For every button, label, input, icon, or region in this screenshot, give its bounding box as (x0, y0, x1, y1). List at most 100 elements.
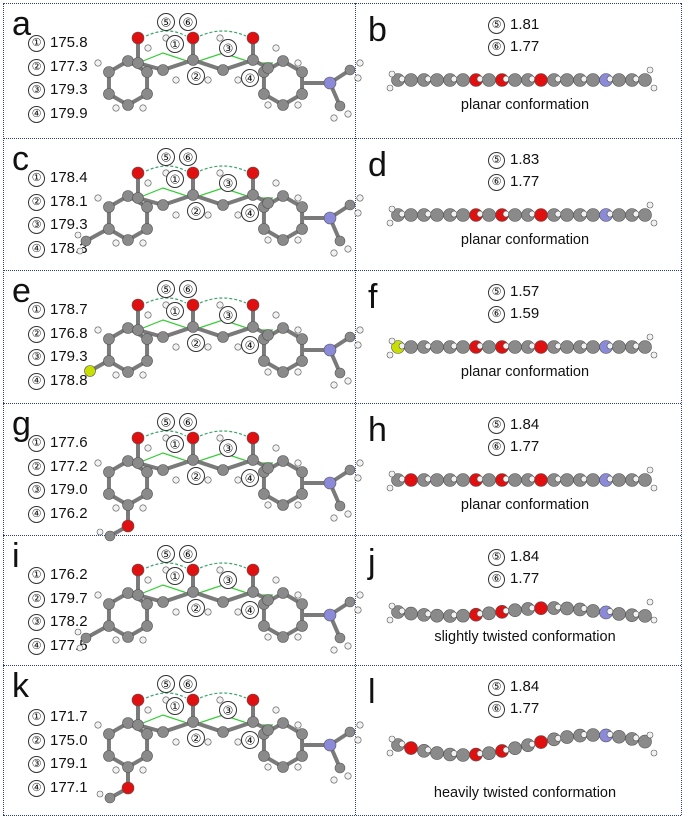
side-atom (456, 340, 470, 354)
hbond-marker: ⑤ (488, 152, 505, 169)
side-atom (638, 73, 652, 87)
hydrogen-atom (216, 169, 224, 177)
angle-value: 177.2 (50, 457, 88, 475)
side-atom (586, 340, 600, 354)
bond-marker: ④ (241, 204, 259, 222)
angle-value: 179.3 (50, 81, 88, 98)
bond-marker-label: ① (170, 438, 181, 452)
hydrogen-atom (344, 110, 352, 118)
hydrogen-atom (94, 459, 102, 467)
bond-marker: ④ (241, 601, 259, 619)
angle-marker: ③ (28, 482, 45, 499)
bond-marker: ⑥ (179, 13, 197, 31)
hydrogen-atom (96, 790, 104, 798)
hydrogen-atom (272, 576, 280, 584)
hydrogen-atom (294, 368, 302, 376)
oxygen-atom (131, 298, 145, 312)
hydrogen-atom (606, 75, 614, 83)
carbon-atom (277, 761, 289, 773)
side-atom (508, 473, 522, 487)
carbon-atom (334, 100, 346, 112)
hydrogen-atom (646, 66, 654, 74)
side-atom (612, 340, 626, 354)
side-atom (560, 730, 574, 744)
carbon-atom (344, 464, 356, 476)
carbon-atom (132, 324, 144, 336)
carbon-atom (262, 329, 274, 341)
hydrogen-atom (606, 342, 614, 350)
hbond-length-value: 1.77 (510, 38, 540, 55)
side-atom (586, 73, 600, 87)
carbon-atom (157, 596, 169, 608)
bond-marker-label: ③ (223, 42, 234, 56)
side-atom (404, 340, 418, 354)
oxygen-atom (186, 693, 200, 707)
bond-marker: ③ (219, 306, 237, 324)
carbon-atom (277, 499, 289, 511)
carbon-atom (141, 750, 153, 762)
hydrogen-atom (216, 434, 224, 442)
hydrogen-atom (234, 343, 242, 351)
hydrogen-atom (450, 611, 458, 619)
side-atom (482, 73, 496, 87)
carbon-atom (187, 716, 199, 728)
side-atom (638, 340, 652, 354)
side-atom (456, 73, 470, 87)
hydrogen-atom (354, 736, 362, 744)
bond-marker: ② (187, 467, 205, 485)
carbon-atom (277, 717, 289, 729)
side-atom (404, 208, 418, 222)
hydrogen-atom (388, 602, 396, 610)
carbon-atom (277, 631, 289, 643)
hydrogen-atom (330, 249, 338, 257)
column-divider (355, 3, 356, 815)
hydrogen-atom (330, 646, 338, 654)
side-view-structure (386, 598, 658, 624)
row-divider (3, 665, 681, 666)
hydrogen-atom (234, 476, 242, 484)
carbon-atom (334, 235, 346, 247)
bond-marker-label: ⑤ (161, 283, 172, 297)
hydrogen-atom (386, 616, 394, 624)
carbon-atom (132, 192, 144, 204)
hydrogen-atom (234, 211, 242, 219)
hydrogen-atom (330, 776, 338, 784)
bond-marker-label: ③ (223, 309, 234, 323)
hydrogen-atom (294, 326, 302, 334)
hydrogen-atom (580, 731, 588, 738)
hydrogen-atom (476, 475, 484, 483)
hydrogen-atom (139, 504, 147, 512)
angle-value: 171.7 (50, 708, 88, 725)
hydrogen-atom (139, 239, 147, 247)
hydrogen-atom (606, 475, 614, 483)
panel-label: k (12, 667, 29, 705)
panel-label: f (368, 278, 378, 316)
bond-marker: ③ (219, 439, 237, 457)
carbon-atom (344, 199, 356, 211)
hydrogen-atom (502, 75, 510, 83)
carbon-atom (344, 331, 356, 343)
hbond-length-value: 1.57 (510, 283, 540, 300)
hydrogen-atom (234, 738, 242, 746)
bond-marker-label: ⑤ (161, 416, 172, 430)
hydrogen-atom (330, 114, 338, 122)
bond-marker-label: ① (170, 38, 181, 52)
carbon-atom (122, 587, 134, 599)
bond-marker: ② (187, 599, 205, 617)
side-atom (404, 73, 418, 87)
hydrogen-atom (632, 610, 640, 618)
hydrogen-atom (554, 603, 562, 611)
hydrogen-atom (388, 735, 396, 743)
angle-marker: ① (28, 170, 45, 187)
conformation-label: planar conformation (460, 497, 590, 513)
hydrogen-atom (580, 342, 588, 350)
side-atom (404, 606, 418, 621)
side-atom (482, 340, 496, 354)
